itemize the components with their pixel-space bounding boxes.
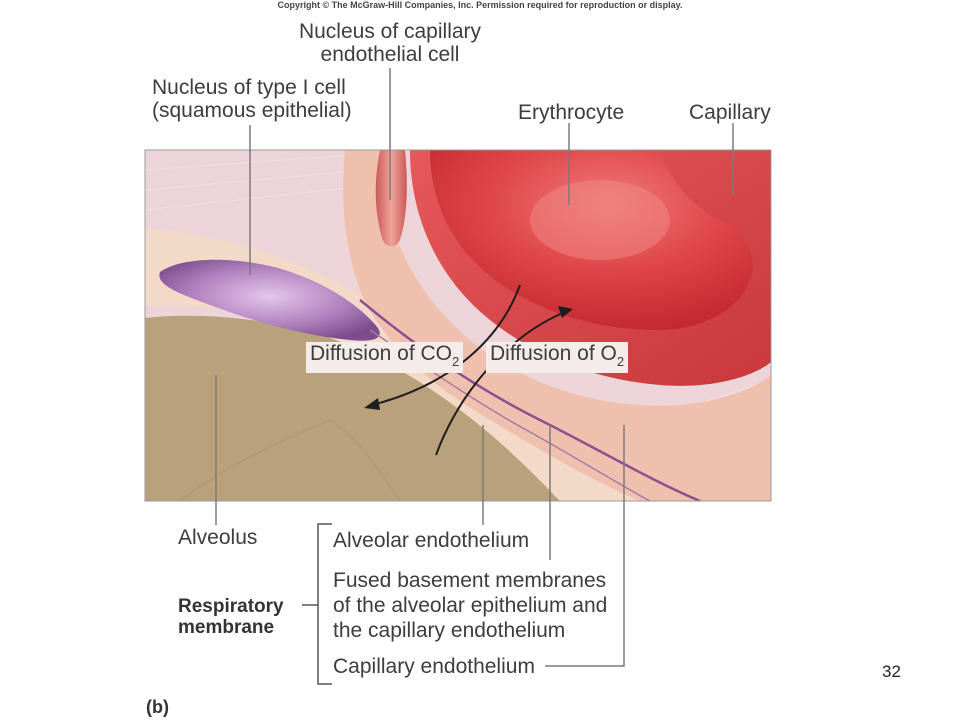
- label-diffusion-o2: Diffusion of O2: [486, 342, 629, 373]
- co2-diffusion-arrow: [371, 284, 521, 406]
- label-erythrocyte: Erythrocyte: [518, 101, 625, 124]
- capillary-wall: [343, 150, 771, 501]
- copyright-notice: Copyright © The McGraw-Hill Companies, I…: [277, 0, 683, 10]
- label-capillary-endothelium: Capillary endothelium: [333, 655, 535, 678]
- label-type1-nucleus: Nucleus of type I cell (squamous epithel…: [152, 76, 352, 122]
- label-alveolar-endothelium: Alveolar endothelium: [333, 529, 530, 552]
- slide-number: 32: [882, 662, 901, 681]
- alveolus-space: [145, 315, 560, 501]
- label-diffusion-co2: Diffusion of CO2: [306, 342, 464, 373]
- label-alveolus: Alveolus: [178, 526, 258, 549]
- capillary-endothelial-nucleus: [375, 150, 407, 247]
- figure-label: (b): [146, 697, 169, 717]
- label-capillary: Capillary: [689, 101, 771, 124]
- type1-cell-nucleus: [159, 259, 380, 341]
- label-capillary-nucleus: Nucleus of capillary endothelial cell: [298, 20, 482, 66]
- label-fused-basement-membranes: Fused basement membranes of the alveolar…: [333, 569, 608, 642]
- label-respiratory-membrane: Respiratory membrane: [178, 596, 284, 638]
- respiratory-membrane-bracket: [317, 523, 332, 685]
